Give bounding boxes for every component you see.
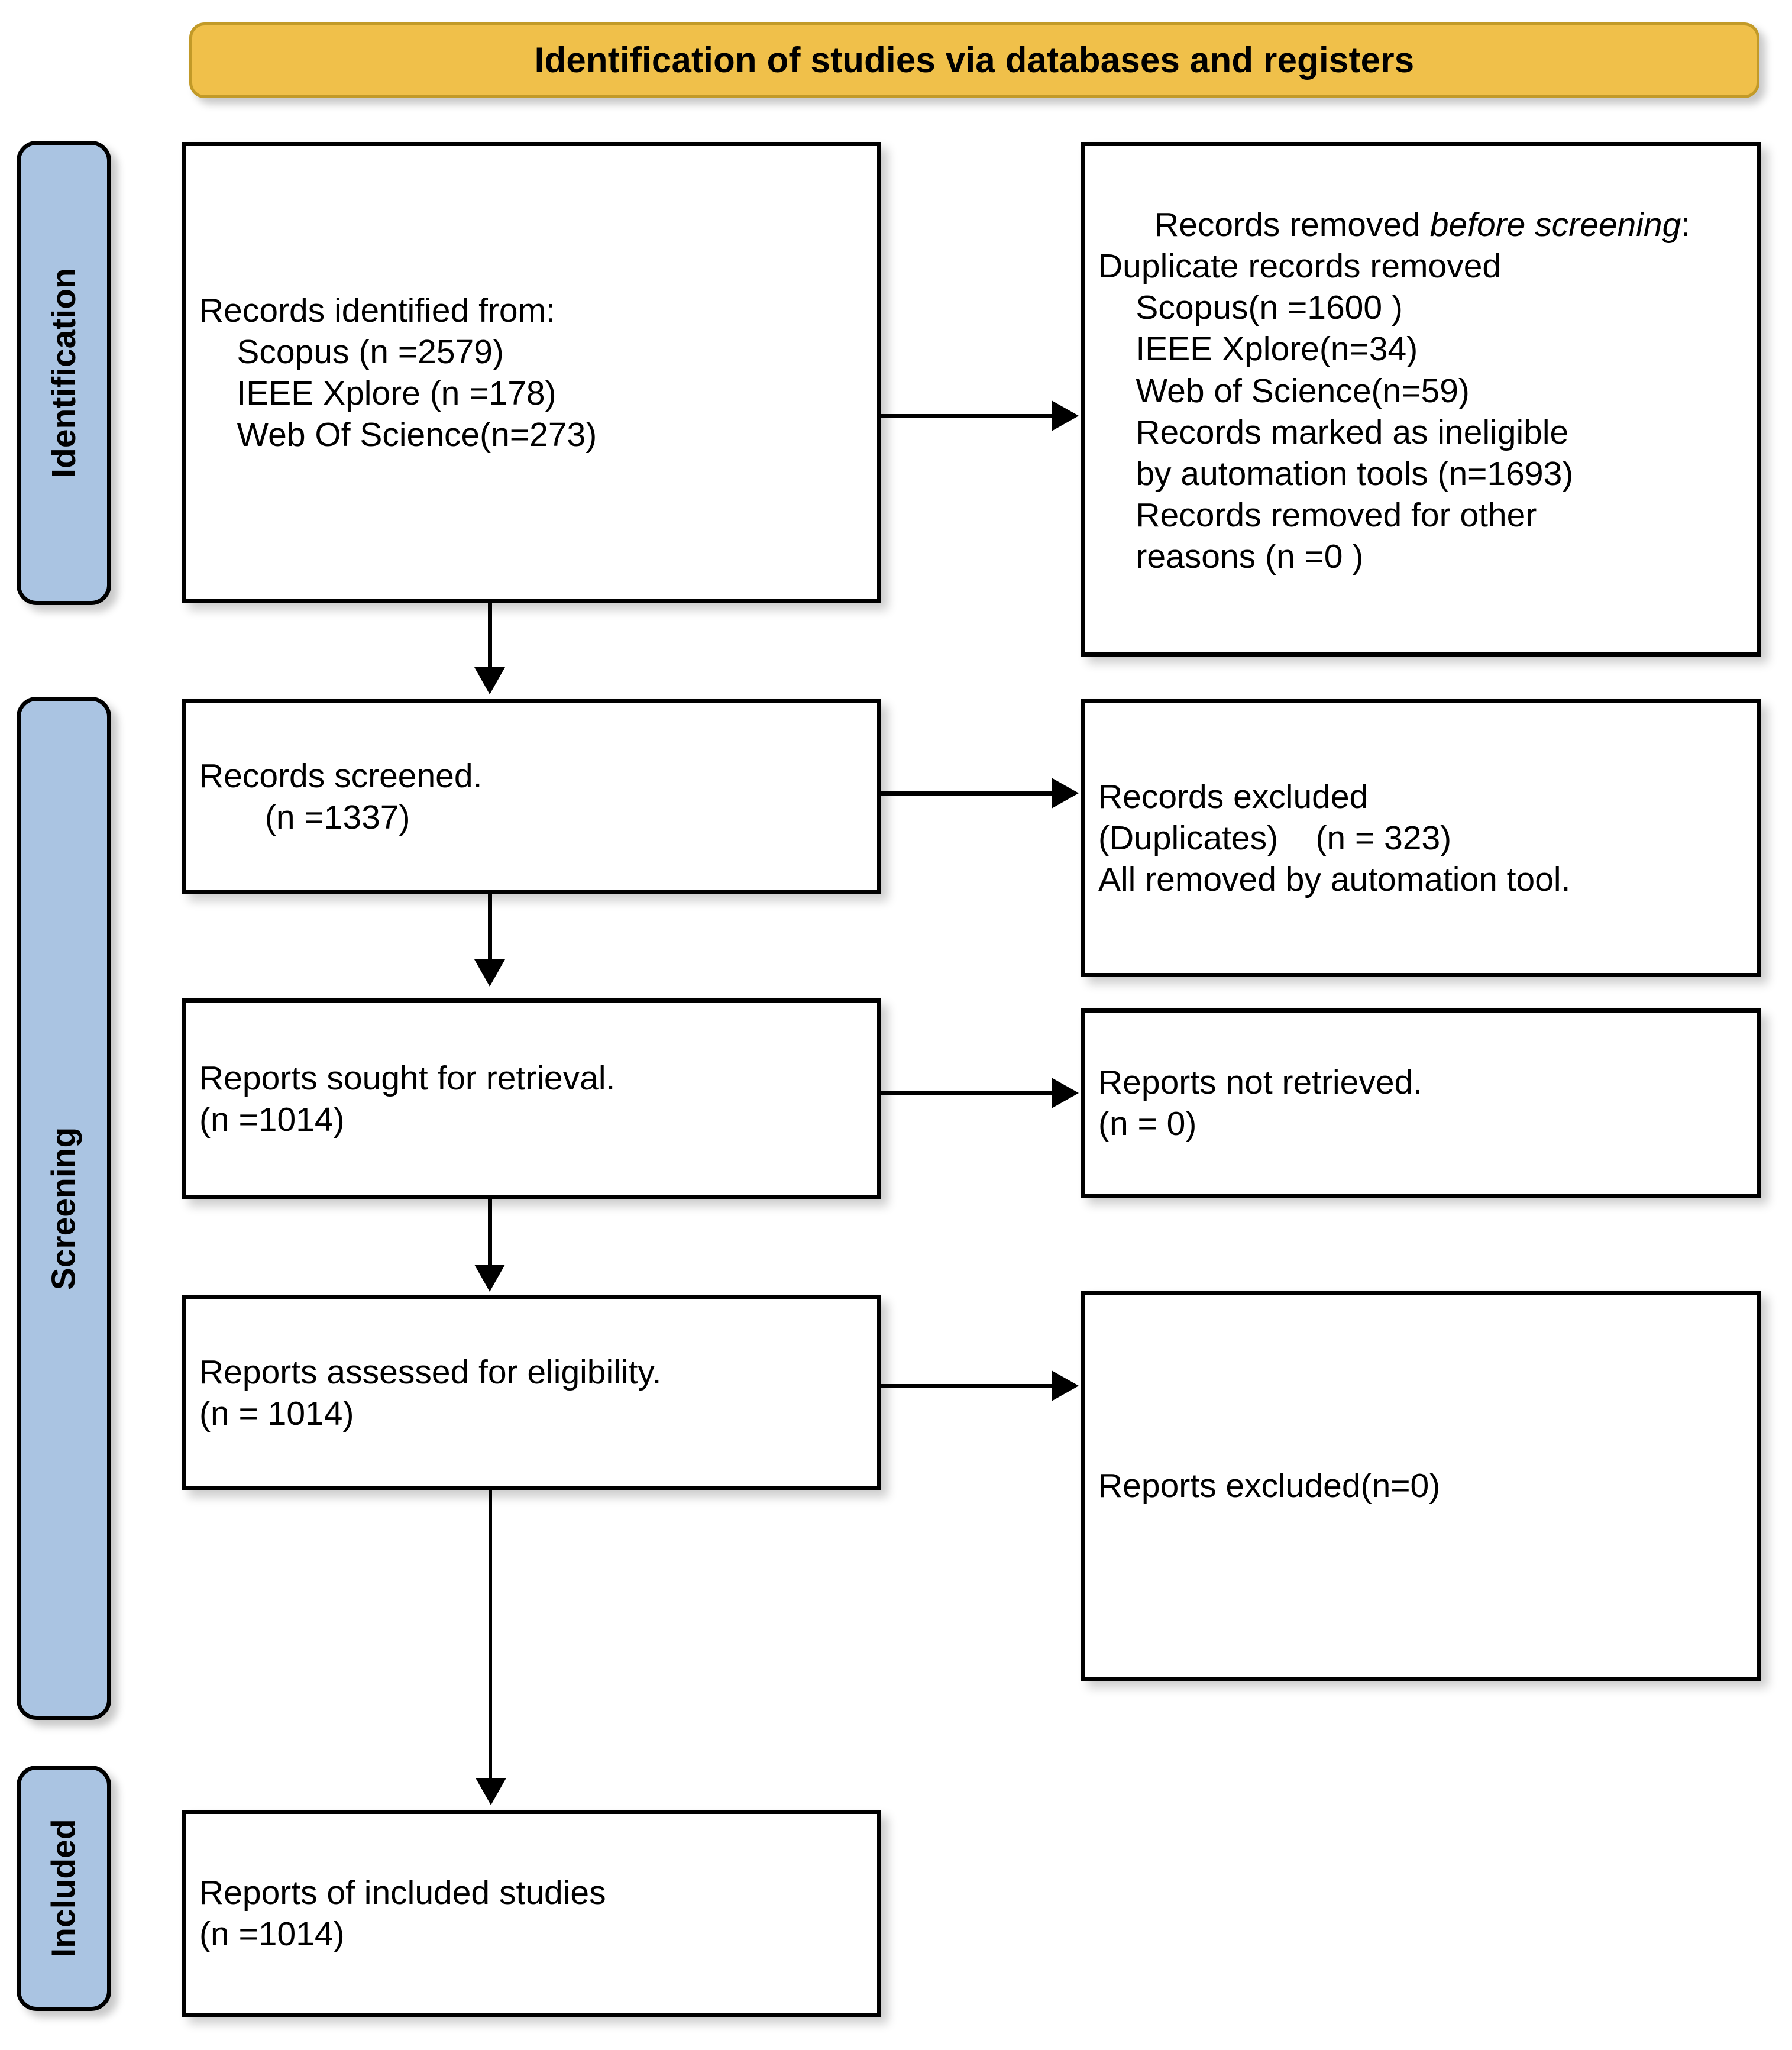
stage-label-screening: Screening — [17, 697, 111, 1720]
box-records-identified-text: Records identified from: Scopus (n =2579… — [199, 291, 597, 454]
box-reports-sought-for-retrieval: Reports sought for retrieval. (n =1014) — [182, 998, 881, 1199]
arrowhead-assessed-to-reports-excluded — [1052, 1370, 1079, 1401]
box-records-removed-text: Records removed before screening: Duplic… — [1085, 146, 1757, 619]
connector-screened-to-excluded — [881, 791, 1053, 796]
connector-sought-to-assessed — [488, 1199, 492, 1270]
arrowhead-screened-to-excluded — [1052, 778, 1079, 809]
box-reports-assessed-text: Reports assessed for eligibility. (n = 1… — [199, 1353, 662, 1433]
arrowhead-assessed-to-included — [476, 1778, 506, 1805]
box-reports-not-retrieved-text: Reports not retrieved. (n = 0) — [1098, 1063, 1423, 1143]
box-reports-included-studies: Reports of included studies (n =1014) — [182, 1810, 881, 2017]
box-reports-not-retrieved: Reports not retrieved. (n = 0) — [1081, 1008, 1761, 1198]
records-removed-line1: Records removed — [1154, 206, 1430, 244]
connector-sought-to-not-retrieved — [881, 1091, 1053, 1095]
box-reports-excluded-text: Reports excluded(n=0) — [1098, 1466, 1441, 1505]
box-records-removed-before-screening: Records removed before screening: Duplic… — [1081, 142, 1761, 657]
records-removed-italic: before screening — [1429, 206, 1681, 244]
arrowhead-sought-to-not-retrieved — [1052, 1078, 1079, 1108]
arrowhead-sought-to-assessed — [474, 1265, 505, 1292]
arrowhead-screened-to-sought — [474, 959, 505, 987]
box-records-identified: Records identified from: Scopus (n =2579… — [182, 142, 881, 603]
connector-assessed-to-included — [489, 1490, 492, 1783]
box-reports-sought-text: Reports sought for retrieval. (n =1014) — [199, 1059, 616, 1139]
box-reports-excluded: Reports excluded(n=0) — [1081, 1291, 1761, 1681]
banner-title: Identification of studies via databases … — [534, 40, 1415, 80]
connector-identified-to-removed — [881, 414, 1053, 418]
stage-label-included-text: Included — [44, 1819, 83, 1958]
stage-label-included: Included — [17, 1766, 111, 2011]
box-records-excluded-text: Records excluded (Duplicates) (n = 323) … — [1098, 777, 1571, 899]
banner-identification-header: Identification of studies via databases … — [189, 22, 1759, 98]
box-records-excluded: Records excluded (Duplicates) (n = 323) … — [1081, 699, 1761, 977]
stage-label-identification-text: Identification — [44, 268, 83, 478]
records-removed-rest: Duplicate records removed Scopus(n =1600… — [1098, 247, 1574, 575]
box-records-screened-text: Records screened. (n =1337) — [199, 756, 483, 836]
connector-identified-to-screened — [488, 603, 492, 674]
stage-label-identification: Identification — [17, 141, 111, 605]
box-reports-assessed-for-eligibility: Reports assessed for eligibility. (n = 1… — [182, 1295, 881, 1490]
box-records-screened: Records screened. (n =1337) — [182, 699, 881, 894]
stage-label-screening-text: Screening — [44, 1127, 83, 1290]
arrowhead-identified-to-screened — [474, 667, 505, 694]
connector-screened-to-sought — [488, 894, 492, 965]
records-removed-colon: : — [1681, 206, 1691, 244]
connector-assessed-to-reports-excluded — [881, 1384, 1053, 1388]
arrowhead-identified-to-removed — [1052, 400, 1079, 431]
box-reports-included-text: Reports of included studies (n =1014) — [199, 1873, 606, 1953]
